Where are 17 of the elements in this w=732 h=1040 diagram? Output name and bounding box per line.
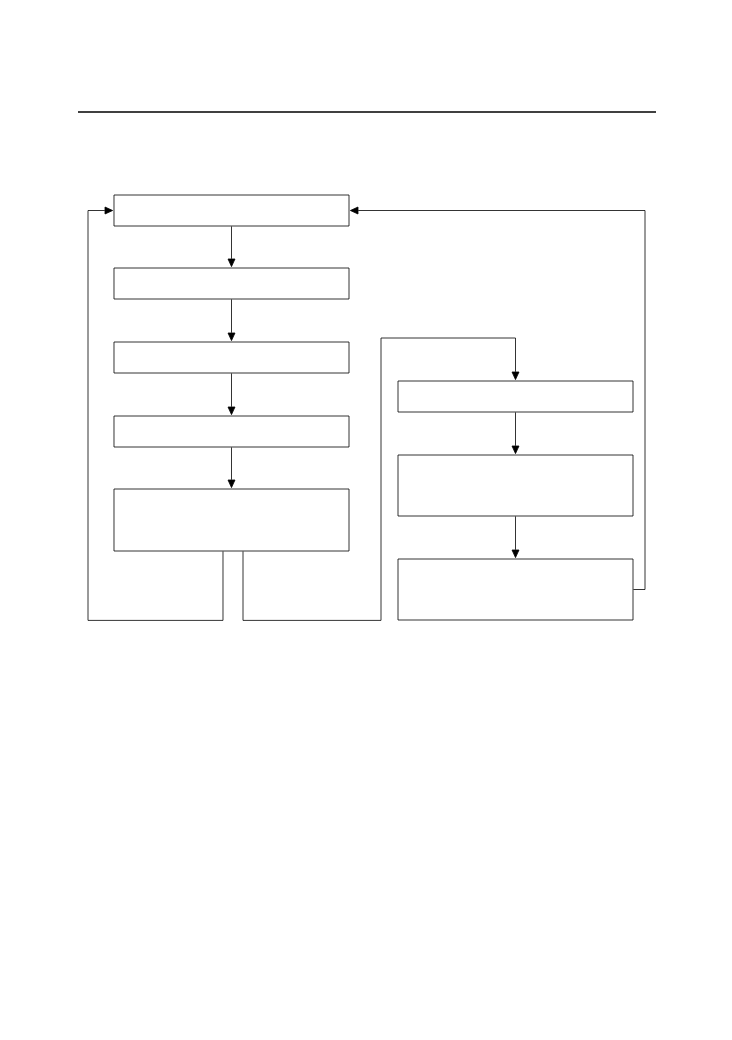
arrow [242,337,520,621]
arrow [227,447,236,488]
arrow [511,412,520,454]
process-box [397,558,634,621]
process-box [113,415,350,448]
arrow [350,206,646,590]
arrow [87,206,224,621]
process-box [397,380,634,413]
arrow [227,373,236,415]
process-box [113,488,350,552]
process-box [113,267,350,300]
arrow [511,516,520,558]
process-box [113,341,350,374]
process-box [397,454,634,517]
arrow [227,226,236,267]
arrow [227,299,236,341]
process-box [113,194,350,227]
